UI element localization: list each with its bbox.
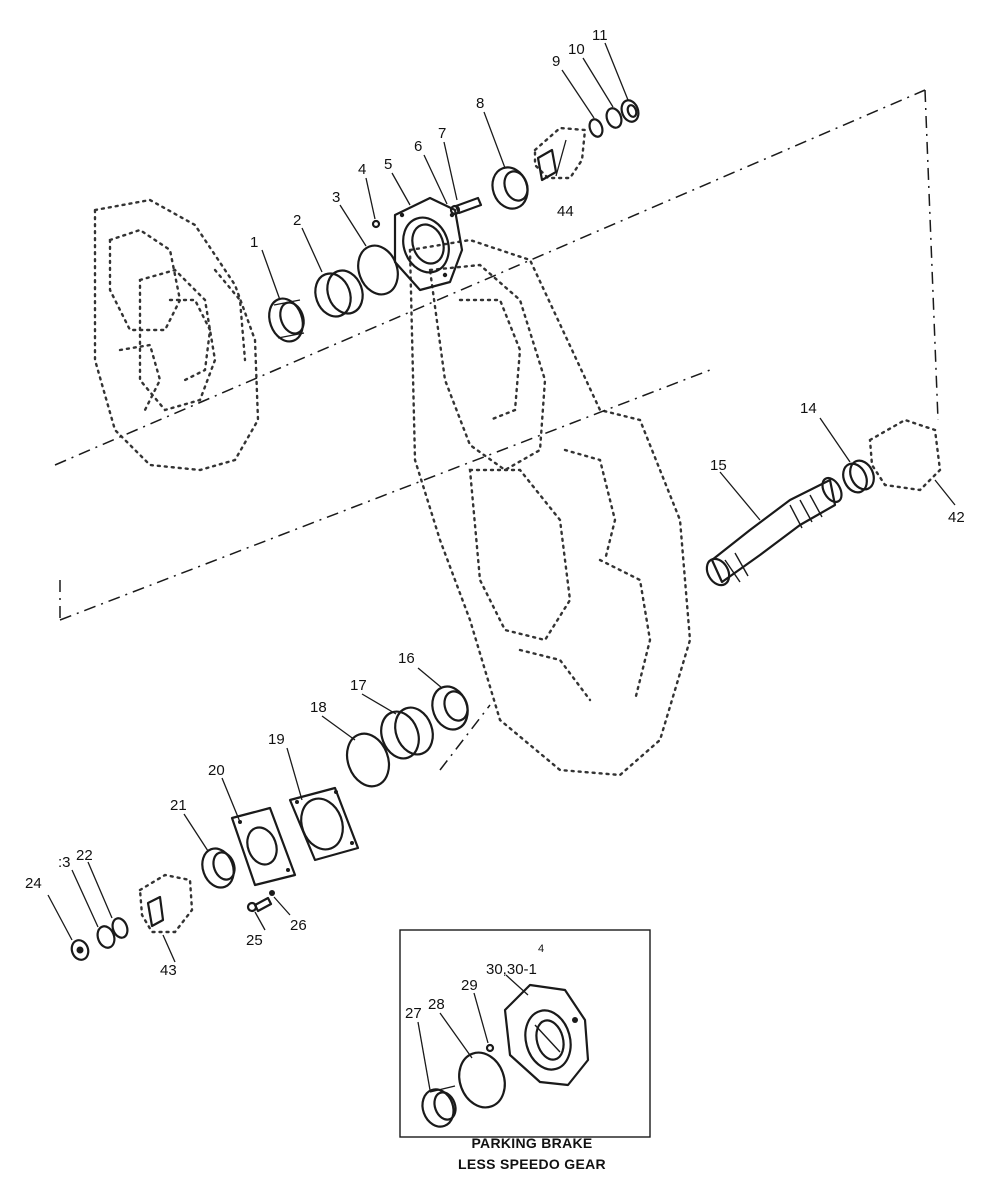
cup-2	[314, 269, 364, 318]
plate-20	[230, 806, 297, 887]
label-part-24: 24	[25, 875, 42, 892]
label-part-15: 15	[710, 457, 727, 474]
axis-lines	[54, 89, 939, 771]
snap-ring-28	[458, 1051, 506, 1109]
gasket-19	[288, 786, 360, 862]
o-ring-4	[371, 219, 381, 229]
snap-ring-18	[345, 732, 391, 788]
label-part-7: 7	[438, 125, 446, 142]
leader-lines	[47, 42, 956, 963]
label-part-9: 9	[552, 53, 560, 70]
washer-26	[269, 890, 275, 896]
caption-line-1: PARKING BRAKE	[471, 1135, 592, 1151]
label-part-18: 18	[310, 699, 327, 716]
bearing-27	[421, 1085, 457, 1128]
label-part-14: 14	[800, 400, 817, 417]
bearing-16	[431, 685, 469, 731]
inset-caption: PARKING BRAKE LESS SPEEDO GEAR	[458, 1135, 606, 1172]
label-part-6: 6	[414, 138, 422, 155]
label-part-2: 2	[293, 212, 301, 229]
lower-housing-outline	[408, 238, 692, 777]
label-part-21: 21	[170, 797, 187, 814]
label-part-5: 5	[384, 156, 392, 173]
bearing-1	[268, 297, 305, 343]
label-part-28: 28	[428, 996, 445, 1013]
label-part-30: 30,30-1	[486, 961, 537, 978]
label-part-25: 25	[246, 932, 263, 949]
inset-parking-brake	[399, 929, 651, 1138]
cup-17	[380, 706, 434, 760]
washer-13	[96, 925, 116, 949]
label-part-42: 42	[948, 509, 965, 526]
label-part-29: 29	[461, 977, 478, 994]
label-inset-mark: 4	[538, 943, 544, 955]
label-part-22: 22	[76, 847, 93, 864]
label-part-16: 16	[398, 650, 415, 667]
bolt-7	[449, 196, 483, 216]
washer-10	[605, 107, 623, 129]
shaft-15	[705, 476, 843, 587]
callout-labels: 1 2 3 4 5 6 7 8 9 10 11 44 14 15 42 16 1…	[25, 27, 965, 1022]
label-part-19: 19	[268, 731, 285, 748]
washer-22	[111, 917, 129, 939]
label-part-10: 10	[568, 41, 585, 58]
snap-ring-3	[357, 244, 399, 296]
label-part-43: 43	[160, 962, 177, 979]
housing-30	[503, 983, 590, 1087]
label-part-4: 4	[358, 161, 366, 178]
yoke-44	[533, 126, 587, 182]
upper-housing-outline	[93, 198, 260, 472]
nut-24	[70, 939, 90, 961]
label-part-26: 26	[290, 917, 307, 934]
label-part-17: 17	[350, 677, 367, 694]
label-part-3: 3	[332, 189, 340, 206]
yoke-43	[138, 873, 194, 934]
caption-line-2: LESS SPEEDO GEAR	[458, 1156, 606, 1172]
label-part-11: 11	[592, 27, 608, 44]
inset-frame	[399, 929, 651, 1138]
seal-8	[491, 166, 529, 210]
label-part-8: 8	[476, 95, 484, 112]
bolt-25	[246, 896, 273, 913]
label-part-20: 20	[208, 762, 225, 779]
nut-11	[620, 99, 640, 123]
label-part-27: 27	[405, 1005, 422, 1022]
label-part-1: 1	[250, 234, 258, 251]
washer-9	[588, 118, 604, 138]
o-ring-29	[485, 1043, 495, 1053]
retainer-5	[393, 196, 464, 292]
bearing-14	[842, 459, 875, 494]
seal-21	[201, 847, 236, 889]
label-part-44: 44	[557, 203, 574, 220]
gear-42	[868, 418, 942, 492]
label-part-13: :3	[58, 854, 71, 871]
